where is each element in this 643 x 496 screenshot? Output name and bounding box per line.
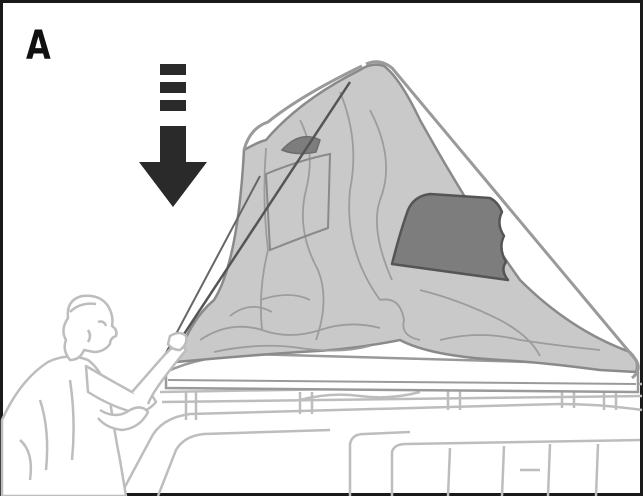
tent-window bbox=[392, 194, 508, 280]
step-label: A bbox=[26, 26, 51, 66]
